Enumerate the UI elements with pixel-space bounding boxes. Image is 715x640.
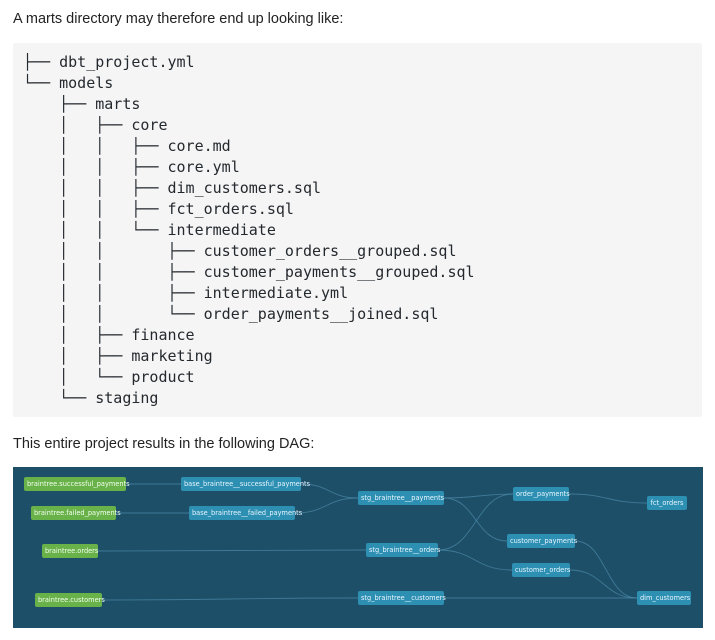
dag-edge: [568, 493, 648, 504]
dag-edge: [294, 497, 359, 514]
dag-node-braintree-successful-payments[interactable]: braintree.successful_payments: [24, 477, 130, 491]
code-line: │ │ └── intermediate: [23, 221, 276, 239]
code-line: │ │ ├── fct_orders.sql: [23, 200, 294, 218]
code-line: │ ├── finance: [23, 326, 195, 344]
dag-node-stg-braintree-customers[interactable]: stg_braintree__customers: [358, 591, 446, 605]
dag-node-order-payments[interactable]: order_payments: [513, 487, 570, 501]
intro-paragraph: A marts directory may therefore end up l…: [13, 11, 344, 27]
code-line: │ │ ├── customer_orders__grouped.sql: [23, 242, 457, 260]
dag-node-braintree-orders[interactable]: braintree.orders: [42, 544, 98, 558]
code-line: ├── marts: [23, 95, 141, 113]
dag-intro-paragraph: This entire project results in the follo…: [13, 436, 315, 452]
dag-node-stg-braintree-orders[interactable]: stg_braintree__orders: [366, 543, 440, 557]
dag-edge: [97, 549, 367, 552]
dag-edge: [574, 540, 638, 599]
dag-diagram: braintree.successful_payments braintree.…: [13, 467, 703, 628]
code-line: └── models: [23, 74, 114, 92]
dag-node-base-braintree-failed-payments[interactable]: base_braintree__failed_payments: [189, 506, 302, 520]
code-line: │ └── product: [23, 368, 195, 386]
code-line: │ ├── core: [23, 116, 168, 134]
dag-edge: [443, 493, 514, 499]
dag-node-braintree-customers[interactable]: braintree.customers: [35, 593, 105, 607]
dag-edge: [300, 483, 359, 499]
dag-node-fct-orders[interactable]: fct_orders: [647, 496, 687, 510]
code-line: │ │ └── order_payments__joined.sql: [23, 305, 439, 323]
dag-edge: [443, 497, 508, 542]
dag-edge: [437, 493, 514, 551]
code-line: │ │ ├── intermediate.yml: [23, 284, 349, 302]
code-line: │ │ ├── core.yml: [23, 158, 240, 176]
dag-node-braintree-failed-payments[interactable]: braintree.failed_payments: [31, 506, 121, 520]
code-line: │ │ ├── core.md: [23, 137, 231, 155]
dag-node-dim-customers[interactable]: dim_customers: [637, 591, 691, 605]
dag-node-base-braintree-successful-payments[interactable]: base_braintree__successful_payments: [181, 477, 310, 491]
dag-edge: [437, 549, 513, 571]
dag-edge: [569, 569, 638, 599]
code-line: ├── dbt_project.yml: [23, 53, 195, 71]
dag-edge: [101, 597, 359, 601]
dag-node-stg-braintree-payments[interactable]: stg_braintree__payments: [358, 491, 444, 505]
directory-tree-code-block: ├── dbt_project.yml └── models ├── marts…: [13, 43, 702, 417]
dag-node-customer-orders[interactable]: customer_orders: [512, 563, 570, 577]
dag-node-customer-payments[interactable]: customer_payments: [507, 534, 577, 548]
code-line: └── staging: [23, 389, 159, 407]
code-line: │ │ ├── dim_customers.sql: [23, 179, 322, 197]
code-line: │ ├── marketing: [23, 347, 213, 365]
code-line: │ │ ├── customer_payments__grouped.sql: [23, 263, 475, 281]
dag-edges: [97, 483, 648, 601]
